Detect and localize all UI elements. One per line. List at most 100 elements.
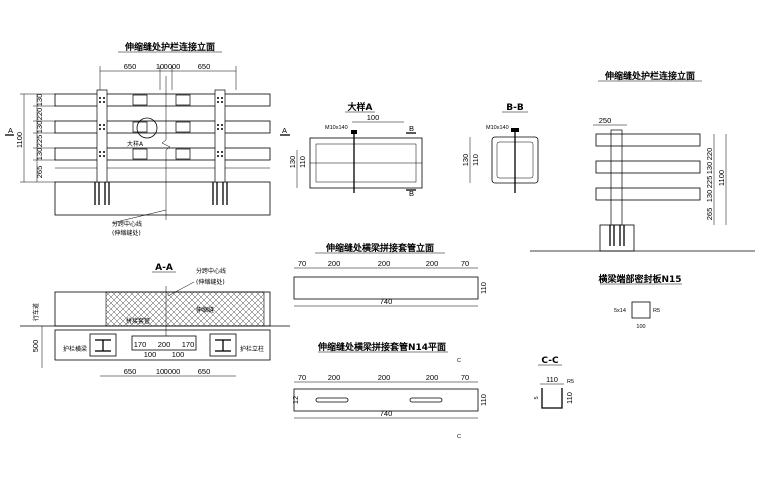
splice-sleeves	[132, 94, 191, 160]
sp-length: 740	[380, 409, 393, 418]
aa-dim-0000: 0000	[164, 367, 181, 376]
title-detail-a: 大样A	[348, 101, 373, 113]
title-sleeve-plan: 伸缩缝处横梁拼接套管N14平面	[317, 341, 446, 353]
dim-265-r: 265	[705, 208, 714, 221]
center-label: 分跨中心线	[112, 220, 142, 228]
i-post-right	[209, 333, 237, 357]
dim-220: 220	[35, 108, 44, 121]
section-cc-view: C-C 110 R5 5 110	[534, 356, 574, 409]
dim-130-r2: 130	[705, 190, 714, 203]
cc-height: 110	[565, 392, 574, 404]
dim-170-a: 170	[134, 340, 147, 349]
se-dim-200-c: 200	[426, 259, 439, 268]
footing-right	[599, 224, 635, 252]
mark-b-bottom: B	[409, 189, 414, 198]
dim-225-r: 225	[705, 176, 714, 189]
mark-b-top: B	[409, 124, 414, 133]
dim-170-b: 170	[182, 340, 195, 349]
dim-110: 110	[298, 156, 307, 168]
dim-0000: 0000	[164, 62, 181, 71]
cc-thk: R5	[567, 379, 574, 385]
sp-dim-70-b: 70	[461, 373, 469, 382]
aa-center-label: 分跨中心线	[196, 267, 226, 275]
dim-100: 100	[367, 113, 380, 122]
mark-c-top: C	[457, 358, 461, 364]
dim-1100: 1100	[15, 132, 24, 148]
se-dim-70-a: 70	[298, 259, 306, 268]
sleeve-elevation-view: 伸缩缝处横梁拼接套管立面 70 200 200 200 70 110 740	[293, 242, 488, 307]
dim-225: 225	[35, 135, 44, 148]
bolt-head-bb	[511, 128, 519, 132]
slot-right	[409, 397, 443, 403]
sp-left: 12	[291, 396, 300, 404]
post-right-elev	[610, 129, 623, 226]
center-sub: (伸缩缝处)	[112, 229, 141, 237]
section-bb-view: B-B M10x140 130 110	[461, 103, 539, 193]
rails-right	[595, 133, 701, 201]
aa-dim-650-b: 650	[198, 367, 211, 376]
section-aa-view: A-A 分跨中心线 (伸缩缝处) 伸缩缝 拼接套管 行车道	[20, 263, 290, 377]
post-bolts	[99, 97, 223, 157]
joint-hatch	[105, 291, 265, 327]
dim-130-c: 130	[35, 148, 44, 161]
dim-650-left: 650	[124, 62, 137, 71]
anchor-bolts-right	[609, 225, 625, 246]
post-label: 护栏立柱	[240, 345, 264, 353]
aa-dim-10: 10	[156, 367, 164, 376]
detail-a-view: 大样A M10x140 100 130 110 B B	[288, 101, 423, 198]
dim-500: 500	[31, 340, 40, 353]
sleeve-plan-view: 伸缩缝处横梁拼接套管N14平面 C 70 200 200 200 70 12 1…	[291, 341, 488, 440]
sp-dim-70-a: 70	[298, 373, 306, 382]
dim-650-right: 650	[198, 62, 211, 71]
dim-10: 10	[156, 62, 164, 71]
detail-a-ref: 大样A	[127, 140, 144, 148]
joint-label: 伸缩缝	[196, 306, 214, 314]
bolt-spec: M10x140	[325, 125, 348, 131]
title-left-elevation: 伸缩缝处护栏连接立面	[124, 41, 215, 53]
dim-250: 250	[599, 116, 612, 125]
title-section-cc: C-C	[541, 356, 559, 366]
title-section-bb: B-B	[506, 103, 524, 113]
dim-110-bb: 110	[471, 154, 480, 166]
dim-130: 130	[288, 156, 297, 169]
rail-beam-plan	[54, 329, 271, 361]
bolt-head	[351, 130, 357, 134]
anchor-bolts	[94, 182, 228, 205]
title-right-elevation: 伸缩缝处护栏连接立面	[604, 70, 695, 82]
se-height: 110	[479, 282, 488, 294]
se-dim-200-a: 200	[328, 259, 341, 268]
se-dim-200-b: 200	[378, 259, 391, 268]
footing	[54, 181, 271, 216]
mark-c-bottom: C	[457, 434, 461, 440]
cc-width: 110	[546, 375, 558, 384]
title-section-aa: A-A	[155, 263, 173, 273]
channel-section	[541, 388, 563, 409]
section-mark-a-right: A	[282, 126, 287, 135]
dim-200: 200	[158, 340, 171, 349]
post-right	[214, 89, 226, 183]
title-end-plate: 横梁端部密封板N15	[598, 273, 681, 285]
se-length: 740	[380, 297, 393, 306]
sp-width: 110	[479, 394, 488, 406]
i-post-left	[89, 333, 117, 357]
sleeve-plan	[131, 335, 197, 351]
aa-dim-650-a: 650	[124, 367, 137, 376]
lane-label: 行车道	[32, 303, 40, 321]
dim-130-a: 130	[35, 94, 44, 107]
end-plate-side: R5	[653, 308, 660, 314]
title-sleeve-elev: 伸缩缝处横梁拼接套管立面	[325, 242, 434, 254]
sp-dim-200-b: 200	[378, 373, 391, 382]
slot-left	[315, 397, 349, 403]
post-left	[96, 89, 108, 183]
section-mark-a-left: A	[8, 126, 13, 135]
cc-left: 5	[534, 396, 540, 399]
sleeve-label: 拼接套管	[126, 317, 150, 325]
se-dim-70-b: 70	[461, 259, 469, 268]
rail-label: 护栏横梁	[63, 345, 87, 353]
dim-130-b: 130	[35, 121, 44, 134]
end-plate	[631, 301, 651, 319]
rails	[54, 93, 271, 161]
end-plate-w: 100	[636, 324, 645, 330]
dim-100-b: 100	[172, 350, 185, 359]
